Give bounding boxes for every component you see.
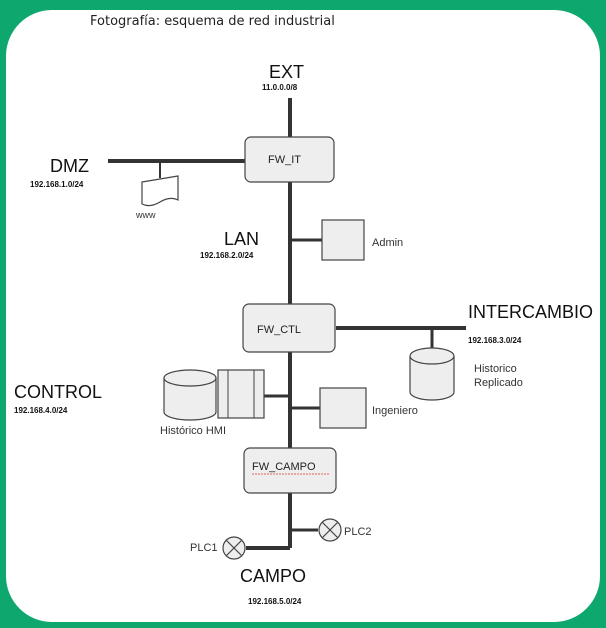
fw-it-label: FW_IT: [268, 154, 301, 166]
plc2-label: PLC2: [344, 526, 372, 538]
dmz-label: DMZ: [50, 156, 89, 176]
plc1-label: PLC1: [190, 542, 218, 554]
campo-cidr: 192.168.5.0/24: [248, 597, 302, 606]
fw-ctl-label: FW_CTL: [257, 324, 301, 336]
historico-hmi-label: Histórico HMI: [160, 425, 226, 437]
lan-cidr: 192.168.2.0/24: [200, 251, 254, 260]
historico-cylinder-icon: [163, 369, 217, 421]
dmz-cidr: 192.168.1.0/24: [30, 180, 84, 189]
plc1-valve-icon: [222, 536, 246, 560]
intercambio-label: INTERCAMBIO: [468, 302, 593, 322]
fw-it-box: [244, 136, 335, 183]
plc2-valve-icon: [318, 518, 342, 542]
historico-replicado-label-2: Replicado: [474, 377, 523, 389]
caption: Fotografía: esquema de red industrial: [90, 14, 335, 29]
campo-label: CAMPO: [240, 566, 306, 586]
fw-campo-box: [243, 447, 337, 494]
ingeniero-label: Ingeniero: [372, 405, 418, 417]
lan-label: LAN: [224, 229, 259, 249]
historico-replicado-cylinder-icon: [409, 347, 455, 401]
historico-replicado-label-1: Historico: [474, 363, 517, 375]
hmi-panel-icon: [217, 369, 265, 419]
ext-label: EXT: [269, 62, 304, 82]
admin-box: [321, 219, 365, 261]
www-label: www: [135, 210, 156, 220]
fw-ctl-box: [242, 303, 336, 353]
admin-label: Admin: [372, 237, 403, 249]
intercambio-cidr: 192.168.3.0/24: [468, 336, 522, 345]
fw-campo-label: FW_CAMPO: [252, 461, 316, 473]
ingeniero-box: [319, 387, 367, 429]
www-server-icon: [141, 175, 179, 207]
control-label: CONTROL: [14, 382, 102, 402]
ext-cidr: 11.0.0.0/8: [262, 83, 298, 92]
control-cidr: 192.168.4.0/24: [14, 406, 68, 415]
